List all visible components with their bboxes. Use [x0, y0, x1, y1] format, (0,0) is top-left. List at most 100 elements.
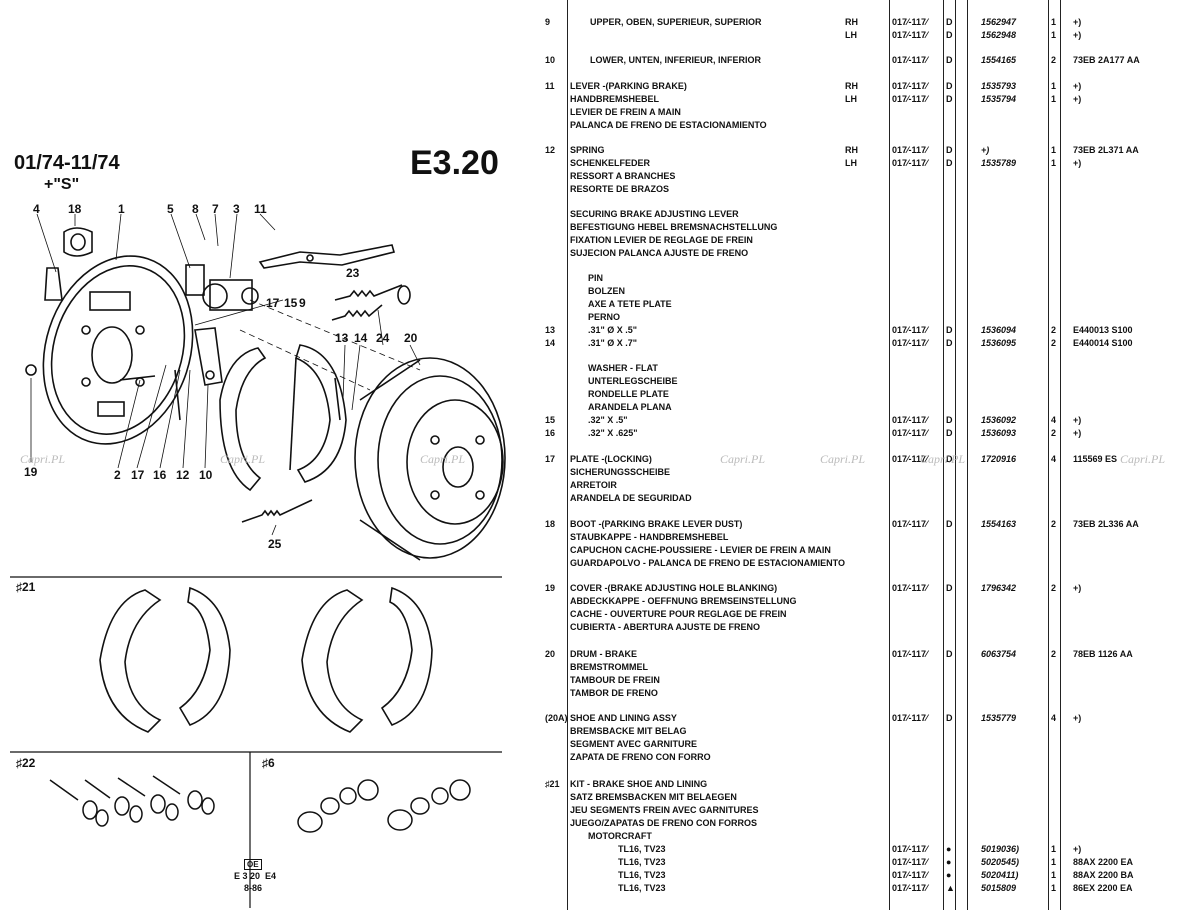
- ref-number: ♯21: [545, 779, 560, 789]
- description-line: TL16, TV23: [618, 844, 666, 854]
- date-range: 01/74-11/74: [14, 152, 120, 174]
- ref-number: 15: [545, 415, 556, 425]
- parking-lever: [258, 244, 395, 269]
- date-range-cell: 017⁄-117⁄: [892, 415, 928, 425]
- description-line: PLATE -(LOCKING): [570, 454, 652, 464]
- description-line: HANDBREMSHEBEL: [570, 94, 660, 104]
- callout-17a: 17: [266, 296, 280, 310]
- date-range-cell: 017⁄-117⁄: [892, 649, 928, 659]
- quantity-cell: 2: [1051, 325, 1057, 335]
- note-cell: +): [1073, 713, 1082, 723]
- quantity-cell: 2: [1051, 583, 1057, 593]
- description-line: TL16, TV23: [618, 870, 666, 880]
- date-range-cell: 017⁄-117⁄: [892, 583, 928, 593]
- date-range-cell: 017⁄-117⁄: [892, 883, 928, 893]
- description-line: RESORTE DE BRAZOS: [570, 184, 670, 194]
- part-number: 1536092: [981, 415, 1017, 425]
- date-range-cell: 017⁄-117⁄: [892, 145, 928, 155]
- callout-15: 15: [284, 296, 298, 310]
- callout-19: 19: [24, 465, 38, 479]
- description-line: SATZ BREMSBACKEN MIT BELAEGEN: [570, 792, 737, 802]
- ref-number: 9: [545, 17, 551, 27]
- code-cell: D: [946, 428, 953, 438]
- note-cell: +): [1073, 81, 1082, 91]
- springs: [331, 284, 411, 321]
- ref-number: 16: [545, 428, 556, 438]
- page-code: E3.20: [410, 144, 499, 182]
- code-cell: D: [946, 325, 953, 335]
- date-range-cell: 017⁄-117⁄: [892, 454, 928, 464]
- quantity-cell: 1: [1051, 883, 1057, 893]
- callout-11: 11: [254, 202, 267, 216]
- description-line: COVER -(BRAKE ADJUSTING HOLE BLANKING): [570, 583, 778, 593]
- ref-number: 20: [545, 649, 556, 659]
- footer-box: OE: [244, 859, 262, 870]
- description-line: LOWER, UNTEN, INFERIEUR, INFERIOR: [590, 55, 761, 65]
- description-line: ARANDELA DE SEGURIDAD: [570, 493, 692, 503]
- quantity-cell: 1: [1051, 17, 1057, 27]
- callout-2: 2: [114, 468, 121, 482]
- date-range-cell: 017⁄-117⁄: [892, 94, 928, 104]
- description-line: PIN: [588, 273, 604, 283]
- quantity-cell: 1: [1051, 145, 1057, 155]
- callout-13: 13: [335, 331, 349, 345]
- part-number: 1562948: [981, 30, 1017, 40]
- note-cell: +): [1073, 583, 1082, 593]
- description-line: BREMSBACKE MIT BELAG: [570, 726, 687, 736]
- callout-17: 17: [131, 468, 145, 482]
- code-cell: D: [946, 55, 953, 65]
- code-cell: ●: [946, 844, 952, 854]
- description-line: TL16, TV23: [618, 883, 666, 893]
- callout-10: 10: [199, 468, 213, 482]
- description-line: UPPER, OBEN, SUPERIEUR, SUPERIOR: [590, 17, 762, 27]
- quantity-cell: 2: [1051, 519, 1057, 529]
- spring-kit-22: [49, 775, 215, 827]
- code-cell: D: [946, 81, 953, 91]
- callout-25: 25: [268, 537, 282, 551]
- side-label: LH: [845, 158, 857, 168]
- description-line: TAMBOUR DE FREIN: [570, 675, 660, 685]
- section-21-label: ♯21: [16, 580, 36, 594]
- part-number: 6063754: [981, 649, 1017, 659]
- date-range-cell: 017⁄-117⁄: [892, 325, 928, 335]
- brake-assembly-drawing: [10, 213, 506, 908]
- code-cell: D: [946, 17, 953, 27]
- part-number: 1535794: [981, 94, 1017, 104]
- code-cell: D: [946, 454, 953, 464]
- description-line: .31" Ø X .5": [588, 325, 638, 335]
- col-divider: [967, 0, 968, 910]
- note-cell: +): [1073, 30, 1082, 40]
- callout-5: 5: [167, 202, 174, 216]
- part-number: +): [981, 145, 990, 155]
- part-number: 1536094: [981, 325, 1017, 335]
- code-cell: D: [946, 713, 953, 723]
- description-line: STAUBKAPPE - HANDBREMSHEBEL: [570, 532, 729, 542]
- callout-24: 24: [376, 331, 390, 345]
- cover-19: [25, 364, 37, 376]
- section-6-label: ♯6: [262, 756, 275, 770]
- watermark: Capri.PL: [920, 452, 966, 466]
- quantity-cell: 4: [1051, 713, 1057, 723]
- quantity-cell: 2: [1051, 428, 1057, 438]
- part-number: 5015809: [981, 883, 1017, 893]
- code-cell: D: [946, 145, 953, 155]
- quantity-cell: 1: [1051, 81, 1057, 91]
- brake-drum: [354, 357, 506, 561]
- code-cell: D: [946, 519, 953, 529]
- date-range-cell: 017⁄-117⁄: [892, 17, 928, 27]
- side-label: RH: [845, 145, 858, 155]
- note-cell: 73EB 2L371 AA: [1073, 145, 1139, 155]
- date-range-cell: 017⁄-117⁄: [892, 55, 928, 65]
- note-cell: E440013 S100: [1073, 325, 1133, 335]
- ref-number: 11: [545, 81, 555, 91]
- ref-number: 13: [545, 325, 556, 335]
- description-line: CUBIERTA - ABERTURA AJUSTE DE FRENO: [570, 622, 761, 632]
- part-number: 5019036): [981, 844, 1020, 854]
- date-range-cell: 017⁄-117⁄: [892, 713, 928, 723]
- note-cell: E440014 S100: [1073, 338, 1133, 348]
- part-number: 1535779: [981, 713, 1017, 723]
- col-divider: [943, 0, 944, 910]
- callout-3: 3: [233, 202, 240, 216]
- part-number: 1554165: [981, 55, 1017, 65]
- code-cell: D: [946, 415, 953, 425]
